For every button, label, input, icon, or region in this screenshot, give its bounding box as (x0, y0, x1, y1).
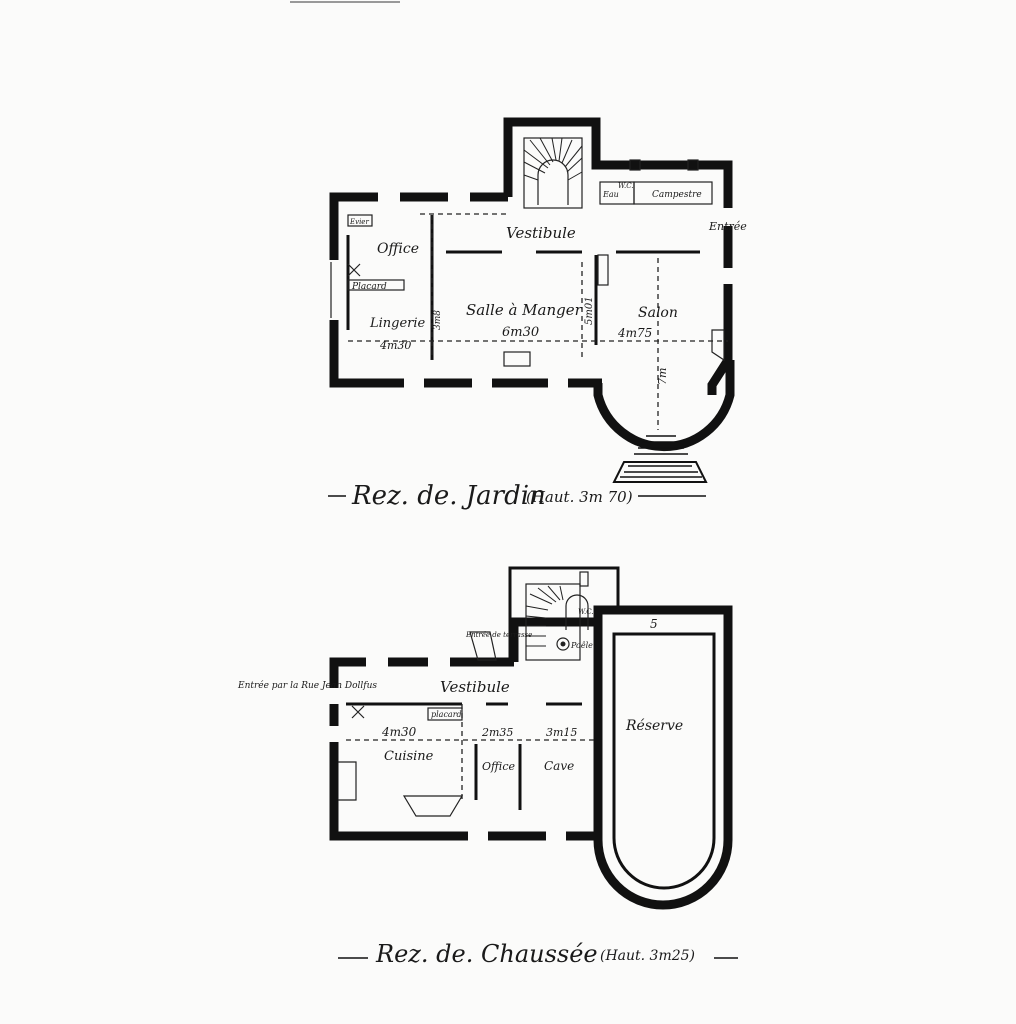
lower-windows (329, 657, 566, 841)
lower-label-cave: Cave (544, 759, 574, 773)
cuisine-cross-mark (351, 705, 365, 719)
upper-windows (329, 192, 733, 388)
chimney-stack-1 (629, 159, 641, 171)
label-entree: Entrée (708, 220, 747, 233)
office-cross-mark (347, 263, 361, 277)
lower-chimney (579, 571, 589, 587)
salon-apse-wall (593, 360, 735, 452)
dim-cave-width: 3m15 (546, 726, 577, 739)
dim-salon-depth: 7m (656, 368, 669, 385)
evier-box (347, 214, 373, 227)
campestre-room (633, 181, 713, 205)
room-label-office: Office (377, 241, 419, 257)
lower-label-reserve: Réserve (625, 718, 683, 734)
sam-fireplace (503, 351, 531, 367)
lower-label-office: Office (482, 760, 515, 773)
terrace-entry-steps (469, 631, 497, 661)
placard-box (347, 279, 405, 291)
lower-label-cuisine: Cuisine (384, 749, 434, 764)
lower-label-poele: Poêle (570, 641, 593, 650)
dim-cuisine-width: 4m30 (381, 725, 417, 739)
upper-stair-treads (523, 137, 583, 181)
lower-label-placard: placard (431, 710, 462, 719)
upper-outer-wall-east (503, 117, 733, 395)
lower-stair-box (525, 583, 581, 661)
dim-office-width: 2m35 (481, 726, 513, 739)
chimney-stack-2 (687, 159, 699, 171)
room-label-salon: Salon (638, 305, 678, 321)
poele-circle-outer (556, 637, 570, 651)
reserve-inner-wall (612, 632, 716, 890)
reserve-outer-wall (593, 605, 733, 910)
lower-plan-title: Rez. de. Chaussée (375, 940, 598, 968)
dim-salon-width: 4m75 (617, 326, 652, 340)
dim-sam-depth: 5m01 (584, 296, 595, 325)
upper-plan: Vestibule Office Lingerie Placard Evier … (328, 117, 747, 511)
upper-stair-well (537, 159, 569, 205)
lower-plan-height: (Haut. 3m25) (600, 948, 695, 964)
upper-plan-height: (Haut. 3m 70) (526, 488, 633, 506)
dim-sam-width: 6m30 (502, 325, 539, 340)
lower-stair-treads (525, 585, 564, 647)
placard-lower-box (427, 707, 463, 721)
dim-lingerie-depth: 3m8 (433, 310, 443, 330)
cuisine-range (402, 795, 464, 817)
poele-circle-inner (560, 641, 566, 647)
room-label-lingerie: Lingerie (369, 316, 426, 331)
room-label-evier: Evier (349, 218, 369, 226)
dim-lingerie-width: 4m30 (379, 339, 411, 352)
room-label-placard: Placard (351, 282, 387, 292)
upper-plan-title: Rez. de. Jardin (351, 481, 546, 511)
room-label-salle-a-manger: Salle à Manger (466, 301, 583, 319)
cuisine-stove (338, 761, 357, 801)
upper-stair-box (523, 137, 583, 209)
room-label-campestre: Campestre (652, 190, 702, 200)
lower-wc-niche (565, 594, 589, 630)
room-label-vestibule: Vestibule (506, 224, 576, 242)
lower-label-entree-rue: Entrée par la Rue Jean Dollfus (237, 680, 377, 691)
lower-plan: Vestibule Cuisine placard Office Cave Ré… (237, 566, 738, 968)
lower-stair-tower (508, 566, 620, 662)
step-mark: 5 (650, 617, 658, 631)
garden-steps-treads (620, 435, 702, 478)
lower-label-wc: W.C. (578, 608, 594, 616)
lower-label-entree-terrasse: Entrée de terrasse (465, 631, 532, 639)
lower-label-vestibule: Vestibule (440, 678, 510, 696)
salon-fireplace (711, 329, 725, 362)
salon-chimney (597, 254, 609, 286)
room-label-eau: Eau (602, 190, 619, 199)
room-label-wc: W.C. (618, 182, 634, 190)
